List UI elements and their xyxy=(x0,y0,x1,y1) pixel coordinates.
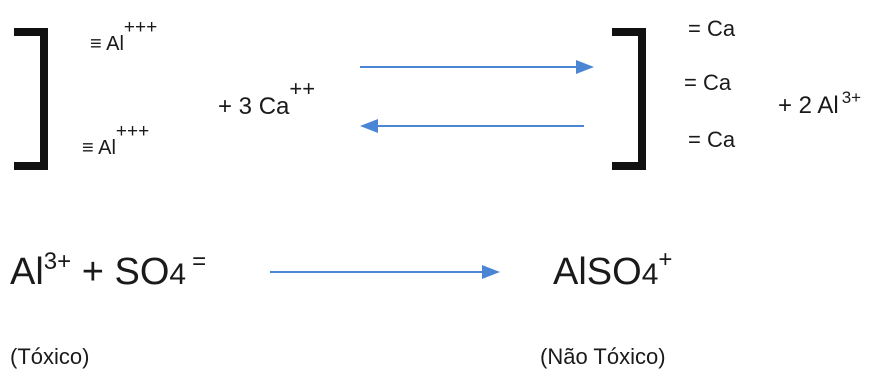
left-site-bottom-bond: ≡ Al xyxy=(82,137,116,159)
product-formula: AlSO xyxy=(553,251,642,293)
forward-arrow xyxy=(360,60,594,74)
left-site-bottom-charge: +++ xyxy=(115,121,150,142)
sulfate-ion: SO xyxy=(114,251,170,293)
right-site-2: = Ca xyxy=(684,70,732,95)
sulfate-charge: = xyxy=(192,248,207,275)
left-site-bottom: ≡ Al+++ xyxy=(82,122,149,159)
left-surface-bracket xyxy=(14,28,48,170)
right-surface-bracket xyxy=(612,28,646,170)
aluminum-product-charge: 3+ xyxy=(841,88,862,107)
right-site-1: = Ca xyxy=(688,16,736,41)
right-site-3: = Ca xyxy=(688,127,736,152)
aluminum-sulfate-reactants: Al3+ + SO4= xyxy=(10,250,206,293)
calcium-reactant-charge: ++ xyxy=(289,76,316,101)
plus-sign: + xyxy=(81,251,104,293)
left-site-top: ≡ Al+++ xyxy=(90,18,157,55)
toxic-label: (Tóxico) xyxy=(10,344,90,369)
calcium-reactant-text: + 3 Ca xyxy=(218,93,290,120)
aluminum-product-text: + 2 Al xyxy=(778,92,839,119)
left-site-top-bond: ≡ Al xyxy=(90,33,124,55)
aluminum-ion: Al xyxy=(10,251,44,293)
product-charge: + xyxy=(658,246,673,273)
non-toxic-label: (Não Tóxico) xyxy=(540,344,666,369)
sulfate-subscript: 4 xyxy=(169,258,187,291)
complexation-arrow xyxy=(270,265,500,279)
reverse-arrow xyxy=(360,119,584,133)
left-site-top-charge: +++ xyxy=(123,17,158,38)
calcium-reactant: + 3 Ca++ xyxy=(218,78,315,120)
product-subscript: 4 xyxy=(641,258,659,291)
aluminum-sulfate-product: AlSO4+ xyxy=(553,248,672,293)
aluminum-ion-charge: 3+ xyxy=(43,248,72,275)
